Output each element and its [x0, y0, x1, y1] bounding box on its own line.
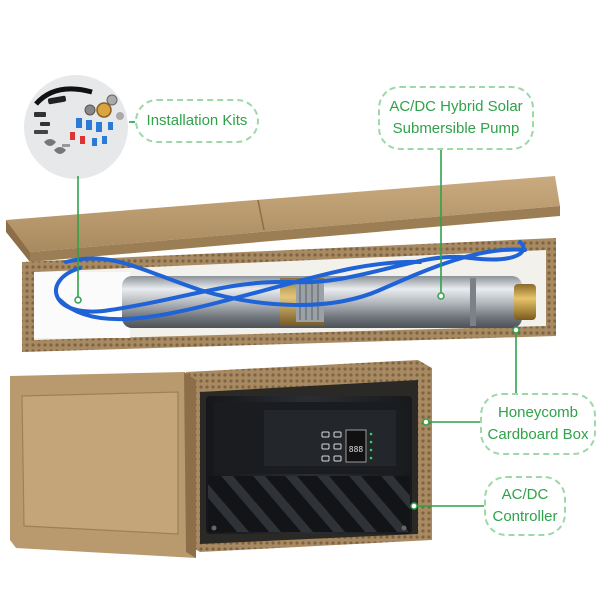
callout-leaders: [77, 121, 517, 507]
keypad-button: [321, 443, 330, 450]
callout-pump-line2: Submersible Pump: [392, 120, 520, 137]
status-led: [369, 448, 373, 452]
status-led: [369, 432, 373, 436]
callout-submersible-pump: AC/DC Hybrid Solar Submersible Pump: [378, 86, 534, 150]
callout-box-line2: Cardboard Box: [487, 426, 589, 443]
led-display: [345, 429, 367, 463]
callout-controller: AC/DC Controller: [484, 476, 566, 536]
callout-endpoints: [74, 292, 520, 510]
keypad-button: [321, 455, 330, 462]
long-box-lid: [6, 176, 560, 262]
status-led: [369, 440, 373, 444]
keypad-button: [321, 431, 330, 438]
callout-controller-line1: AC/DC: [501, 486, 549, 503]
keypad-button: [333, 455, 342, 462]
callout-installation-kits: Installation Kits: [135, 99, 259, 143]
ac-dc-controller: 888: [206, 396, 412, 534]
controller-box-lid: [10, 372, 196, 558]
callout-pump-line1: AC/DC Hybrid Solar: [389, 98, 523, 115]
callout-controller-line2: Controller: [492, 508, 558, 525]
callout-box-line1: Honeycomb: [497, 404, 579, 421]
installation-kits-photo: [24, 75, 128, 179]
callout-honeycomb-box: Honeycomb Cardboard Box: [480, 393, 596, 455]
keypad-button: [333, 443, 342, 450]
led-display-digits: 888: [349, 445, 364, 454]
pump-cable: [54, 240, 527, 322]
callout-installation-kits-label: Installation Kits: [146, 112, 248, 129]
keypad-button: [333, 431, 342, 438]
status-led: [369, 456, 373, 460]
